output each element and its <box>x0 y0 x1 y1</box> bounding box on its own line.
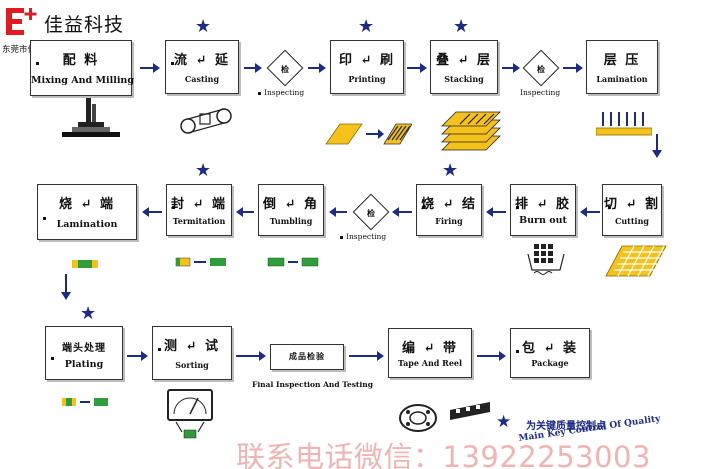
contact-watermark: 联系电话微信：13922253003 <box>236 440 651 469</box>
step-en-label: Printing <box>348 74 386 84</box>
terminated-chip-icon <box>72 260 98 268</box>
inspection-mark: 检 <box>367 208 375 218</box>
inspection-label: Inspecting <box>520 88 561 97</box>
step-en-label: Stacking <box>444 74 484 84</box>
flow-arrow <box>308 63 326 73</box>
star-icon: ★ <box>195 16 212 37</box>
step-printing: 印 ↵ 刷 Printing <box>330 40 404 94</box>
step-stacking: 叠 ↵ 层 Stacking <box>430 40 498 94</box>
step-en-label: Final Inspection And Testing <box>252 380 373 389</box>
step-en-label: Lamination <box>596 74 648 84</box>
flow-arrow <box>349 351 384 361</box>
step-cn-label: 排 ↵ 胶 <box>515 197 571 212</box>
step-termination: 封 ↵ 端 Termitation <box>166 184 232 236</box>
burnout-tray-icon <box>527 244 565 275</box>
step-en-label: Cutting <box>614 216 650 226</box>
printing-sheet-icon <box>325 123 412 145</box>
company-name: 佳益科技 <box>44 14 125 36</box>
milling-machine-icon <box>62 98 120 137</box>
inspection-mark: 检 <box>537 64 545 74</box>
logo-mark-icon <box>6 8 37 35</box>
step-en-label: Lamination <box>56 219 118 230</box>
step-en-label: Burn out <box>519 215 567 226</box>
star-icon: ★ <box>80 303 97 324</box>
step-firing: 烧 ↵ 结 Firing <box>416 184 482 236</box>
flow-arrow <box>236 207 254 217</box>
flow-arrow-down <box>61 274 71 300</box>
step-tumbling: 倒 ↵ 角 Tumbling <box>258 184 324 236</box>
inspection-label: Inspecting <box>258 88 304 97</box>
flow-arrow <box>140 63 160 73</box>
step-lamination-1: 层 压 Lamination <box>586 40 658 94</box>
inspection-label: Inspecting <box>340 232 386 241</box>
step-mixing: 配 料 Mixing And Milling <box>30 40 134 96</box>
flow-arrow <box>392 207 412 217</box>
step-cn-label: 端头处理 <box>62 343 106 354</box>
star-icon: ★ <box>453 16 470 37</box>
star-icon: ★ <box>496 412 512 432</box>
inspection-mark: 检 <box>281 64 289 74</box>
step-en-label: Casting <box>184 74 220 84</box>
step-cn-label: 层 压 <box>603 53 641 68</box>
tape-reel-icon <box>399 402 490 432</box>
step-cn-label: 烧 ↵ 结 <box>421 197 477 212</box>
step-en-label: Firing <box>435 216 463 226</box>
star-icon: ★ <box>195 160 212 181</box>
step-cn-label: 测 ↵ 试 <box>164 339 220 354</box>
step-sorting: 测 ↵ 试 Sorting <box>152 326 232 380</box>
step-plating: 端头处理 Plating <box>45 326 123 380</box>
flow-arrow <box>407 63 427 73</box>
step-cn-label: 包 ↵ 装 <box>522 341 578 356</box>
step-cn-label: 封 ↵ 端 <box>171 197 227 212</box>
step-en-label: Tumbling <box>269 216 313 226</box>
step-en-label: Termitation <box>172 216 226 226</box>
step-en-label: Sorting <box>175 360 209 370</box>
flow-arrow <box>236 351 266 361</box>
flow-arrow <box>486 207 506 217</box>
lamination-press-icon <box>596 112 652 136</box>
star-icon: ★ <box>358 16 375 37</box>
star-icon: ★ <box>442 160 459 181</box>
cut-grid-icon <box>605 245 667 277</box>
flow-arrow <box>329 207 347 217</box>
tumbling-chip-icon <box>267 257 319 267</box>
step-cn-label: 印 ↵ 刷 <box>339 53 395 68</box>
step-cn-label: 流 ↵ 延 <box>174 53 230 68</box>
step-final-inspection: 成品检验 <box>270 344 344 370</box>
step-cn-label: 切 ↵ 割 <box>604 197 660 212</box>
flow-arrow <box>502 63 520 73</box>
step-cn-label: 配 料 <box>62 53 100 68</box>
step-cn-label: 成品检验 <box>289 351 325 361</box>
step-cutting: 切 ↵ 割 Cutting <box>602 184 662 236</box>
meter-icon <box>167 389 213 439</box>
step-en-label: Plating <box>64 359 104 370</box>
step-cn-label: 叠 ↵ 层 <box>436 53 492 68</box>
flow-arrow <box>563 63 583 73</box>
flow-arrow <box>127 351 148 361</box>
plated-chip-icon <box>62 398 108 406</box>
step-en-label: Package <box>531 358 569 368</box>
flow-arrow <box>580 207 600 217</box>
step-package: 包 ↵ 装 Package <box>510 328 590 378</box>
step-cn-label: 烧 ↵ 端 <box>59 197 115 212</box>
termination-chip-icon <box>175 257 226 267</box>
step-tape-reel: 编 ↵ 带 Tape And Reel <box>388 328 472 378</box>
step-burnout: 排 ↵ 胶 Burn out <box>510 184 576 236</box>
flow-arrow <box>142 207 162 217</box>
step-en-label: Mixing And Milling <box>31 75 134 86</box>
flow-arrow <box>244 63 262 73</box>
step-cn-label: 编 ↵ 带 <box>402 341 458 356</box>
stacked-sheets-icon <box>441 111 501 151</box>
flow-arrow-down <box>652 134 662 158</box>
step-lamination-2: 烧 ↵ 端 Lamination <box>37 184 137 240</box>
step-en-label: Tape And Reel <box>397 358 463 368</box>
legend: ★ 为关键质量控制点 Main Key Control Of Quality <box>496 414 696 454</box>
step-casting: 流 ↵ 延 Casting <box>165 40 239 94</box>
flow-arrow <box>477 351 506 361</box>
legend-text: 为关键质量控制点 <box>526 421 606 432</box>
casting-machine-icon <box>180 108 232 134</box>
step-cn-label: 倒 ↵ 角 <box>263 197 319 212</box>
